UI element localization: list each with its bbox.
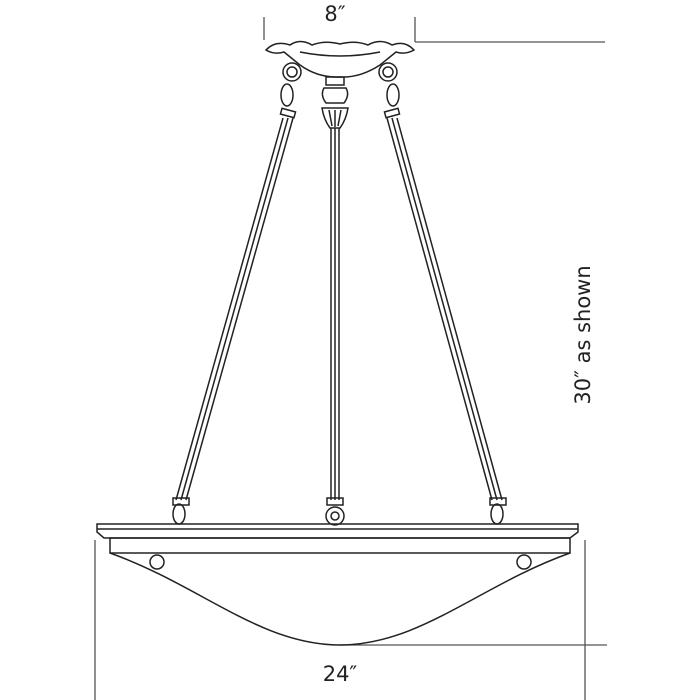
canopy — [264, 40, 416, 129]
dimension-lines — [94, 17, 607, 700]
height-label: 30″ as shown — [571, 265, 595, 405]
bowl-width-label: 24″ — [322, 662, 358, 686]
rod-hooks — [172, 497, 507, 526]
canopy-width-label: 8″ — [324, 2, 346, 26]
bowl — [96, 523, 579, 646]
support-rods — [175, 117, 503, 501]
